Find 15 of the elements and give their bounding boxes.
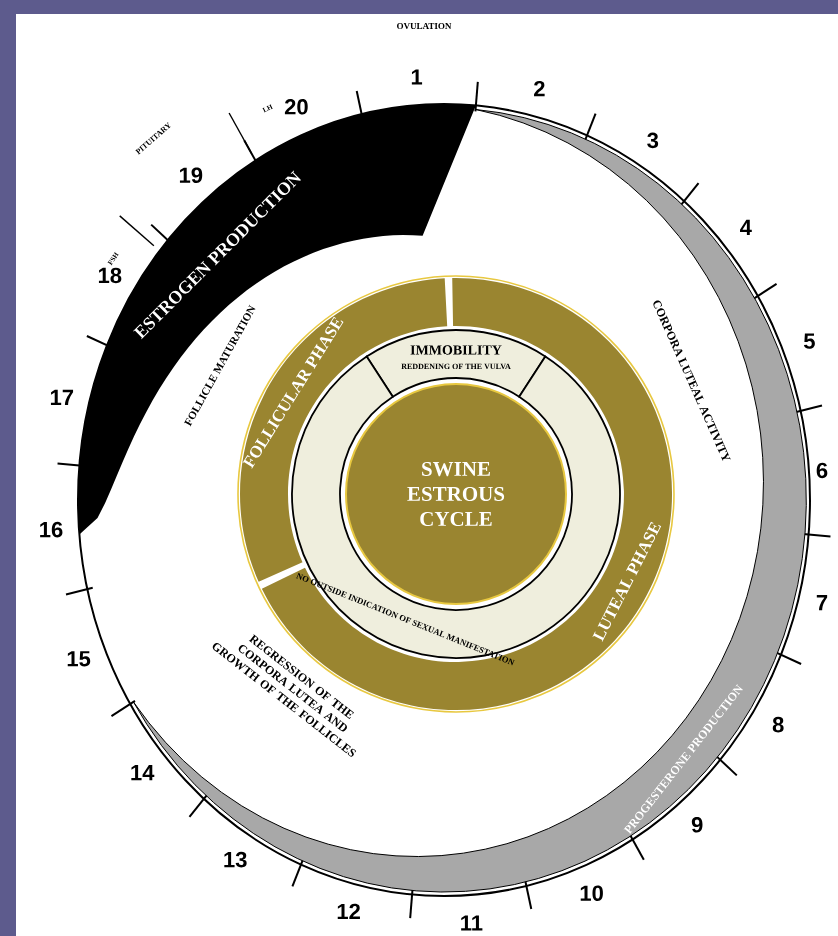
day-number: 11 xyxy=(461,915,483,931)
day-number: 1 xyxy=(411,69,423,85)
day-number: 16 xyxy=(40,521,63,538)
day-number: 18 xyxy=(98,267,122,284)
day-number: 5 xyxy=(803,333,815,349)
day-number: 8 xyxy=(772,716,784,733)
day-number: 17 xyxy=(50,389,74,405)
day-number: 14 xyxy=(131,765,155,781)
day-number: 19 xyxy=(179,167,203,183)
day-number: 15 xyxy=(67,651,91,667)
day-number: 9 xyxy=(691,817,703,833)
day-number: 13 xyxy=(224,851,247,868)
day-number: 3 xyxy=(647,132,659,149)
day-number: 2 xyxy=(534,80,545,97)
day-number: 4 xyxy=(740,219,752,235)
